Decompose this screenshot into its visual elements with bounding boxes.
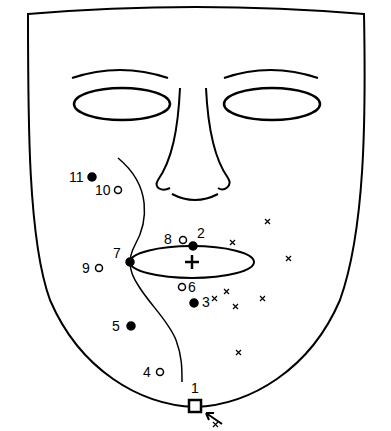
x-mark [213, 422, 218, 427]
open-point [180, 237, 187, 244]
x-mark [212, 296, 217, 301]
x-mark [236, 350, 241, 355]
eyebrow [72, 70, 168, 78]
filled-point [127, 322, 135, 330]
callout-number: 11 [69, 169, 84, 185]
callout-number: 2 [197, 225, 205, 241]
filled-point [126, 258, 134, 266]
nose-line [157, 88, 180, 190]
callout-number: 3 [202, 294, 210, 310]
square-marker [189, 400, 201, 412]
x-mark [265, 219, 270, 224]
callout-number: 6 [188, 279, 196, 295]
x-mark [230, 240, 235, 245]
eye [224, 88, 320, 120]
x-mark [233, 304, 238, 309]
callout-number: 10 [95, 182, 111, 198]
x-mark [224, 289, 229, 294]
eye [74, 88, 170, 120]
mouth [130, 246, 254, 278]
callout-number: 4 [143, 364, 151, 380]
open-point [96, 265, 103, 272]
callout-number: 8 [164, 231, 172, 247]
x-mark [260, 296, 265, 301]
x-mark [286, 256, 291, 261]
eyebrow [224, 70, 318, 78]
pointer-arrow [206, 413, 222, 424]
boundary-line [118, 158, 182, 382]
filled-point [189, 242, 197, 250]
center-cross [185, 255, 199, 269]
nose-base [172, 194, 218, 200]
filled-point [190, 299, 198, 307]
open-point [179, 284, 186, 291]
nose-line [206, 88, 229, 189]
open-point [115, 187, 122, 194]
callout-number: 1 [191, 380, 199, 396]
callout-number: 5 [112, 318, 120, 334]
face-outline [28, 7, 365, 407]
callout-number: 7 [113, 245, 121, 261]
filled-point [88, 173, 96, 181]
callout-number: 9 [82, 260, 90, 276]
open-point [157, 369, 164, 376]
